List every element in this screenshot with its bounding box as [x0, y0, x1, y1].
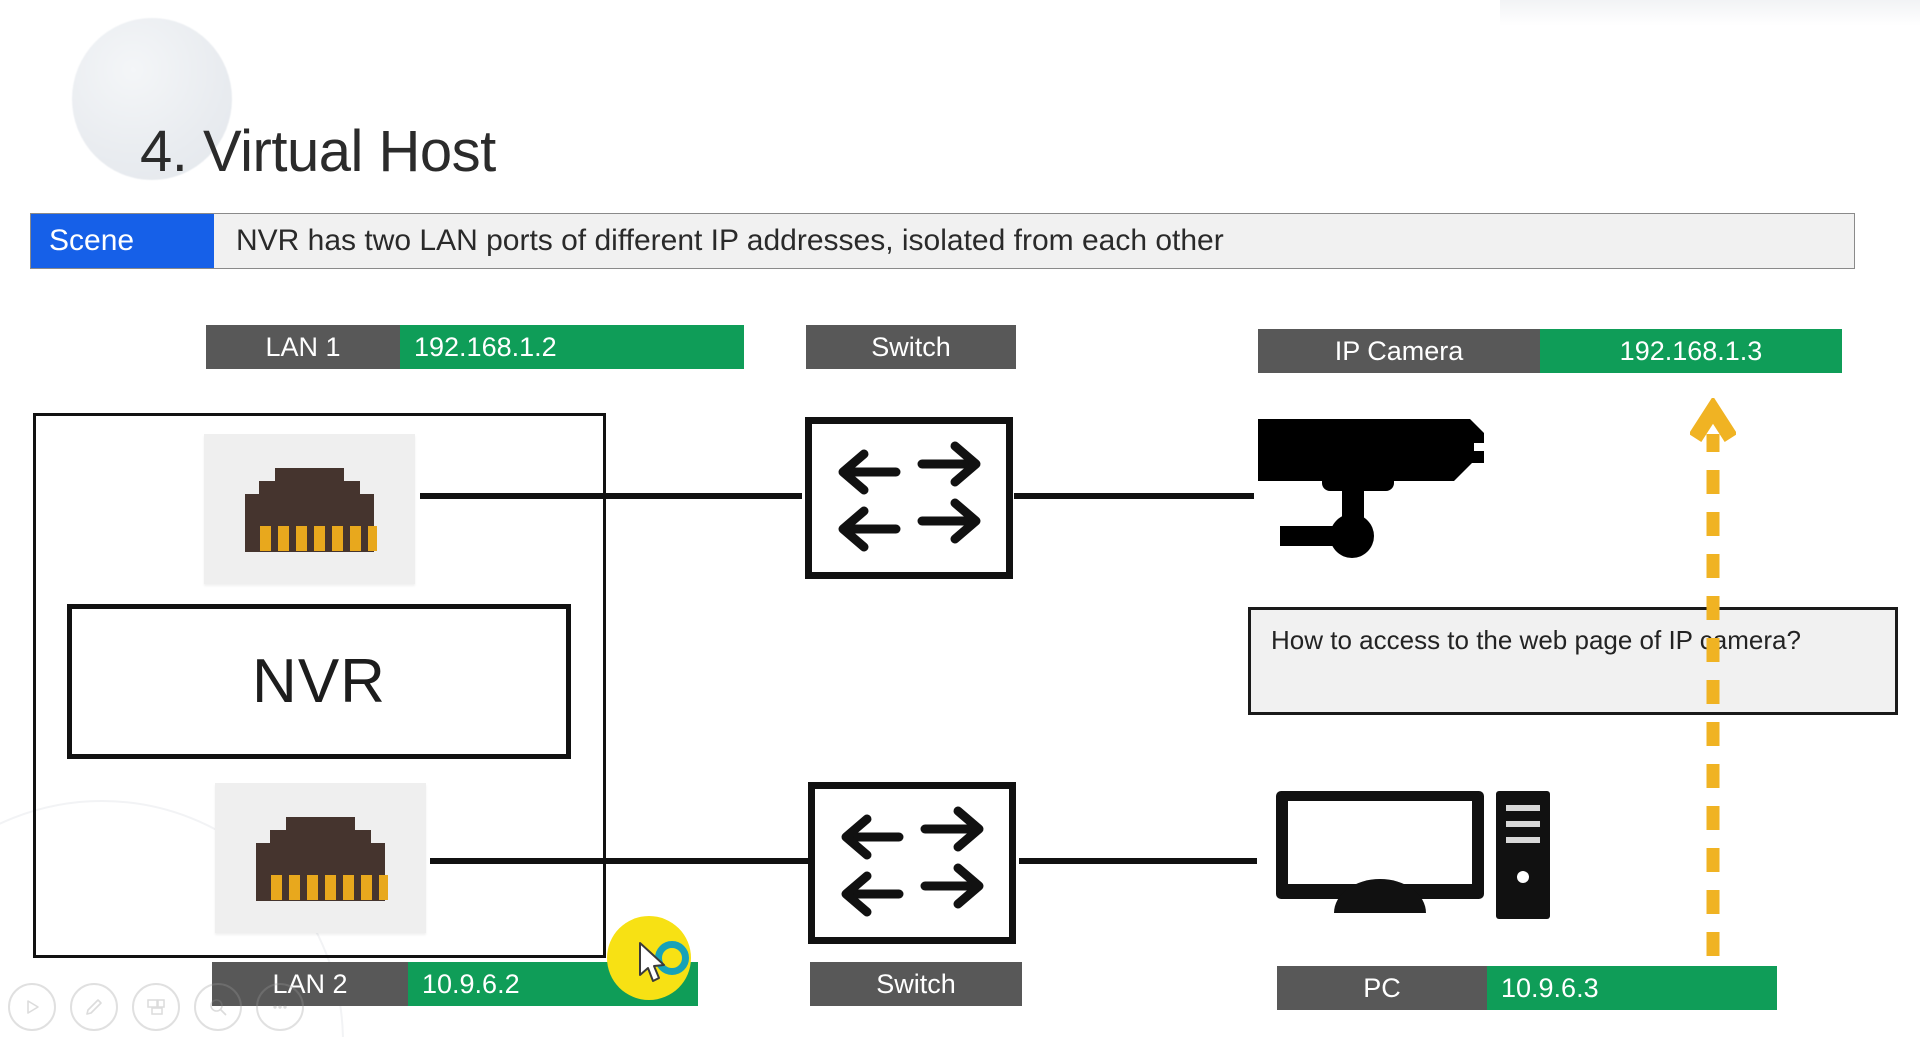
label-chip-pc: PC 10.9.6.3 — [1277, 966, 1777, 1010]
cable-lan1-to-switch — [420, 493, 802, 499]
scene-label: Scene — [31, 214, 214, 268]
nvr-label: NVR — [252, 647, 386, 716]
decorative-top-strip — [1500, 0, 1920, 26]
rj45-port-icon-lan1 — [204, 434, 415, 584]
ip-camera-icon — [1256, 411, 1506, 569]
chip-ip-pc: 10.9.6.3 — [1487, 966, 1777, 1010]
mouse-cursor — [638, 941, 668, 985]
pen-button[interactable] — [70, 983, 118, 1031]
network-switch-icon-bottom — [808, 782, 1016, 944]
more-button[interactable] — [256, 983, 304, 1031]
rj45-port-icon-lan2 — [215, 783, 426, 933]
slides-button[interactable] — [132, 983, 180, 1031]
label-chip-lan2: LAN 2 10.9.6.2 — [212, 962, 698, 1006]
decorative-circle — [72, 18, 232, 180]
chip-name-switch-top: Switch — [806, 325, 1016, 369]
label-chip-switch-bottom: Switch — [810, 962, 1022, 1006]
nvr-enclosure — [33, 413, 606, 958]
cable-switch-to-pc — [1019, 858, 1257, 864]
cable-lan2-to-switch — [430, 858, 808, 864]
pc-workstation-icon — [1272, 783, 1557, 943]
click-ring-indicator — [655, 941, 689, 975]
chip-name-pc: PC — [1277, 966, 1487, 1010]
label-chip-switch-top: Switch — [806, 325, 1016, 369]
scene-description: NVR has two LAN ports of different IP ad… — [214, 214, 1854, 268]
presentation-toolbar[interactable] — [8, 983, 304, 1031]
label-chip-ip-camera: IP Camera 192.168.1.3 — [1258, 329, 1842, 373]
play-button[interactable] — [8, 983, 56, 1031]
scene-banner: Scene NVR has two LAN ports of different… — [30, 213, 1855, 269]
page-title: 4. Virtual Host — [140, 119, 496, 184]
cable-switch-to-camera — [1014, 493, 1254, 499]
chip-name-switch-bottom: Switch — [810, 962, 1022, 1006]
chip-ip-ip-camera: 192.168.1.3 — [1540, 329, 1842, 373]
chip-ip-lan1: 192.168.1.2 — [400, 325, 744, 369]
chip-name-lan1: LAN 1 — [206, 325, 400, 369]
label-chip-lan1: LAN 1 192.168.1.2 — [206, 325, 744, 369]
nvr-device-box: NVR — [67, 604, 571, 759]
question-callout: How to access to the web page of IP came… — [1248, 607, 1898, 715]
network-switch-icon-top — [805, 417, 1013, 579]
chip-name-ip-camera: IP Camera — [1258, 329, 1540, 373]
magnifier-button[interactable] — [194, 983, 242, 1031]
